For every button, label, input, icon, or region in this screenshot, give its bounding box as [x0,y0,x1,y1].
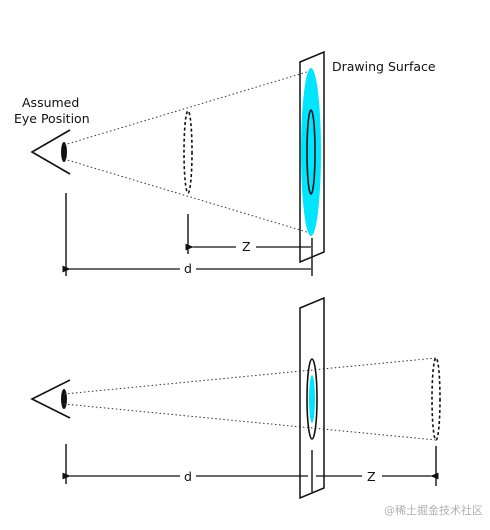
eye-position-label-line2: Eye Position [14,111,90,126]
top-view-ray-upper [63,70,311,146]
top-z-label: Z [242,239,251,254]
bottom-drawing-surface [299,296,325,500]
top-diagram: Drawing Surface Assumed Eye Position Z d [14,50,436,276]
bottom-eye-icon [30,379,71,419]
top-projection-ring [306,109,316,195]
top-eye-icon [30,129,71,175]
bottom-object-ellipse [431,357,441,441]
bottom-view-ray-upper [63,357,437,395]
bottom-view-ray-lower [63,403,437,441]
bottom-d-label: d [184,469,192,484]
top-d-label: d [184,261,192,276]
top-object-ellipse [183,110,193,194]
watermark-text: @稀土掘金技术社区 [384,503,483,517]
top-drawing-surface [299,50,325,264]
top-projection-fill [301,68,321,236]
bottom-projection-ring [306,358,318,440]
bottom-diagram: d Z [30,296,441,500]
drawing-surface-label: Drawing Surface [332,59,436,74]
bottom-projection-fill [309,375,315,423]
bottom-z-label: Z [367,469,376,484]
eye-position-label-line1: Assumed [22,95,79,110]
top-view-ray-lower [63,158,311,234]
